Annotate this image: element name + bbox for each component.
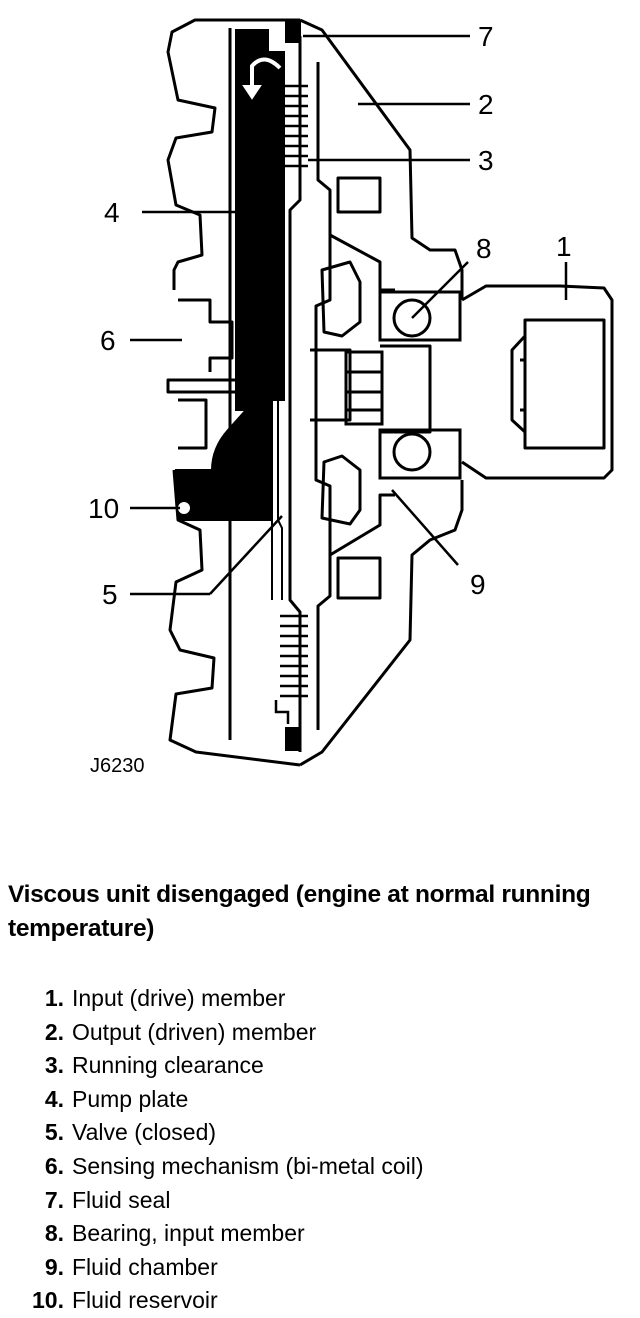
- legend-item: 8.Bearing, input member: [44, 1220, 305, 1247]
- legend-item: 6.Sensing mechanism (bi-metal coil): [44, 1152, 424, 1179]
- viscous-coupling-diagram: 7 2 3 4 6 10 5 8 9 1 J6230: [88, 18, 614, 777]
- callout-7: 7: [478, 21, 494, 52]
- fluid-flow-arrow: [250, 57, 282, 92]
- fluid-areas: [174, 21, 301, 751]
- legend-item: 1.Input (drive) member: [44, 985, 286, 1011]
- callout-9: 9: [470, 569, 486, 600]
- legend-item: 5.Valve (closed): [44, 1119, 217, 1146]
- legend-item: 9.Fluid chamber: [44, 1253, 218, 1280]
- component-legend: 1.Input (drive) member 2.Output (driven)…: [20, 982, 620, 1318]
- legend-item: 4.Pump plate: [44, 1085, 189, 1112]
- figure-reference: J6230: [90, 755, 145, 777]
- callout-1: 1: [556, 231, 572, 262]
- callout-8: 8: [476, 233, 492, 264]
- labyrinth-fins: [274, 80, 308, 724]
- legend-item: 7.Fluid seal: [44, 1186, 171, 1213]
- callout-10: 10: [88, 493, 119, 524]
- callout-2: 2: [478, 89, 494, 120]
- callout-4: 4: [104, 197, 120, 228]
- coupling-body-outline: [166, 18, 614, 767]
- pump-plate-and-valve: [271, 206, 283, 600]
- callout-6: 6: [100, 325, 116, 356]
- legend-item: 3.Running clearance: [44, 1052, 264, 1079]
- legend-item: 10.Fluid reservoir: [32, 1287, 218, 1314]
- legend-item: 2.Output (driven) member: [44, 1018, 317, 1045]
- callout-5: 5: [102, 579, 118, 610]
- bearing-assembly: [344, 290, 462, 480]
- callout-leaders: [130, 34, 568, 596]
- callout-3: 3: [478, 145, 494, 176]
- figure-caption: Viscous unit disengaged (engine at norma…: [8, 881, 591, 942]
